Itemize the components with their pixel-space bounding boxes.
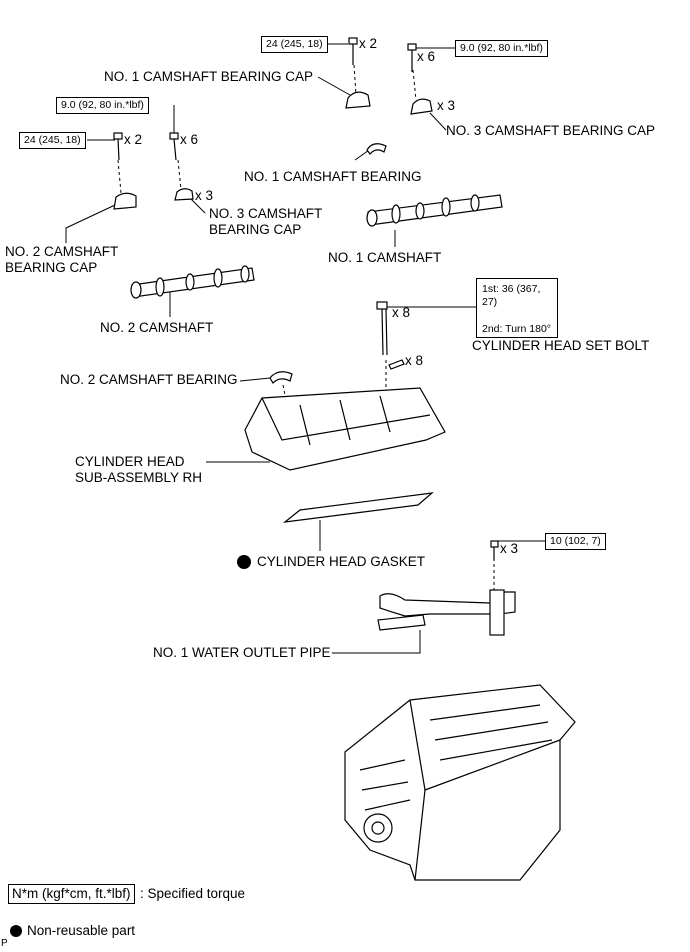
label-no1-camshaft-bearing-cap: NO. 1 CAMSHAFT BEARING CAP bbox=[104, 69, 314, 84]
qty-left-24-bolt: x 2 bbox=[124, 132, 143, 147]
torque-box-left-24: 24 (245, 18) bbox=[19, 132, 86, 149]
engine-block-icon bbox=[344, 684, 576, 881]
torque-box-set-bolt: 1st: 36 (367, 27) 2nd: Turn 180° bbox=[476, 278, 558, 338]
label-no2-camshaft: NO. 2 CAMSHAFT bbox=[100, 320, 214, 335]
label-cylinder-head-gasket: CYLINDER HEAD GASKET bbox=[257, 554, 426, 569]
torque-box-top: 24 (245, 18) bbox=[261, 36, 328, 53]
leader-no1-cap bbox=[317, 76, 351, 96]
bolt-head-icon bbox=[348, 37, 358, 45]
non-reusable-dot-icon bbox=[237, 555, 251, 569]
bearing-cap-icon bbox=[345, 91, 371, 109]
torque-box-left-9: 9.0 (92, 80 in.*lbf) bbox=[56, 97, 149, 114]
qty-left-9-bolt: x 6 bbox=[180, 132, 199, 147]
legend-torque-key: N*m (kgf*cm, ft.*lbf) bbox=[8, 884, 135, 904]
qty-right-cap: x 3 bbox=[437, 98, 456, 113]
qty-set-bolt: x 8 bbox=[392, 305, 411, 320]
legend-non-reusable-dot-icon bbox=[10, 925, 22, 937]
label-no3-camshaft-bearing-cap-left: NO. 3 CAMSHAFT BEARING CAP bbox=[209, 206, 323, 237]
torque-box-right: 9.0 (92, 80 in.*lbf) bbox=[455, 40, 548, 57]
label-no1-water-outlet-pipe: NO. 1 WATER OUTLET PIPE bbox=[153, 645, 331, 660]
label-no2-camshaft-bearing: NO. 2 CAMSHAFT BEARING bbox=[60, 372, 238, 387]
label-cylinder-head-sub-assembly: CYLINDER HEAD SUB-ASSEMBLY RH bbox=[75, 454, 203, 485]
label-no1-camshaft-bearing: NO. 1 CAMSHAFT BEARING bbox=[244, 169, 422, 184]
qty-washer: x 8 bbox=[405, 353, 424, 368]
torque-box-pipe: 10 (102, 7) bbox=[545, 533, 606, 550]
qty-right-bolt: x 6 bbox=[417, 49, 436, 64]
water-pipe-icon bbox=[379, 591, 516, 617]
set-bolt-1st-step: 1st: 36 (367, 27) bbox=[482, 283, 541, 308]
leader-no2-bearing bbox=[239, 377, 271, 382]
leader-no3-cap-right bbox=[429, 112, 447, 131]
legend-non-reusable-part: Non-reusable part bbox=[27, 923, 136, 938]
qty-pipe-bolt: x 3 bbox=[500, 541, 519, 556]
corner-mark: P bbox=[1, 938, 8, 949]
label-no2-camshaft-bearing-cap: NO. 2 CAMSHAFT BEARING CAP bbox=[5, 244, 119, 275]
gasket-icon bbox=[282, 492, 434, 523]
set-bolt-2nd-step: 2nd: Turn 180° bbox=[482, 323, 551, 335]
label-no3-camshaft-bearing-cap-right: NO. 3 CAMSHAFT BEARING CAP bbox=[446, 123, 656, 138]
qty-top-cap-bolt: x 2 bbox=[359, 36, 378, 51]
qty-left-cap: x 3 bbox=[195, 188, 214, 203]
camshaft-icon bbox=[367, 194, 503, 226]
legend-torque-description: : Specified torque bbox=[140, 886, 246, 901]
leader-no2-cap bbox=[65, 204, 116, 243]
label-no1-camshaft: NO. 1 CAMSHAFT bbox=[328, 250, 442, 265]
leader-water-pipe bbox=[332, 630, 421, 654]
label-cylinder-head-set-bolt: CYLINDER HEAD SET BOLT bbox=[472, 338, 650, 353]
